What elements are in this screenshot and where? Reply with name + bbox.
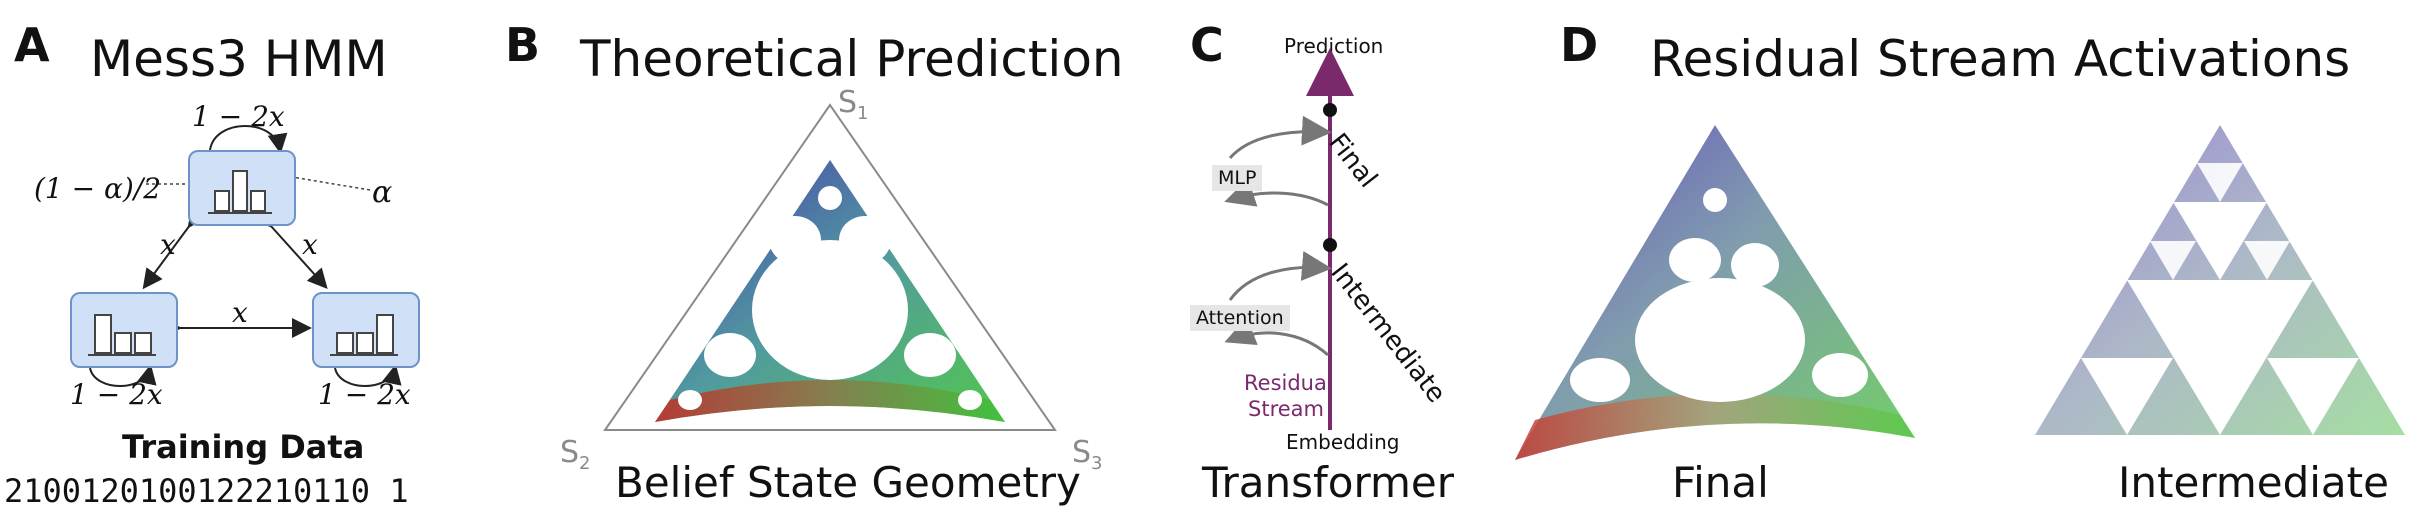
edge-right-label: x xyxy=(302,228,318,261)
top-self-loop xyxy=(209,125,288,154)
activation-hole xyxy=(1812,353,1868,397)
emit-label: (1 − α)/2 xyxy=(34,172,162,205)
mlp-out-arrow xyxy=(1228,115,1332,160)
emission-bar xyxy=(232,170,248,212)
left-self-loop xyxy=(89,364,157,387)
vertex-s3-label: S3 xyxy=(1072,435,1103,474)
final-node xyxy=(1323,103,1337,117)
fractal-hole xyxy=(839,216,891,264)
fractal-hole xyxy=(678,390,702,410)
panel-c-caption: Transformer xyxy=(1202,458,1455,507)
panel-b-caption: Belief State Geometry xyxy=(615,458,1081,507)
edge-top-left xyxy=(142,206,208,290)
activations-intermediate xyxy=(2035,125,2405,435)
right-self-loop-label: 1 − 2x xyxy=(318,378,411,411)
intermediate-node xyxy=(1323,238,1337,252)
fractal-hole xyxy=(958,390,982,410)
emission-bar xyxy=(114,332,132,354)
state-box-top xyxy=(188,150,296,226)
emission-bar xyxy=(214,190,230,212)
attention-in-arrow xyxy=(1224,317,1329,357)
fractal-hole xyxy=(704,333,756,377)
edge-bottom-label: x xyxy=(232,296,248,329)
attention-out-arrow xyxy=(1228,251,1332,301)
state-box-right xyxy=(312,292,420,368)
emission-bar xyxy=(134,332,152,354)
bar-baseline xyxy=(88,354,156,356)
sierpinski-hole xyxy=(2173,202,2267,280)
activation-hole xyxy=(1570,358,1630,402)
left-self-loop-label: 1 − 2x xyxy=(70,378,163,411)
sierpinski-hole xyxy=(2267,358,2359,435)
vertex-s2-label: S2 xyxy=(560,435,591,474)
panel-d-title: Residual Stream Activations xyxy=(1650,30,2351,88)
fractal-hole xyxy=(818,186,842,210)
belief-simplex xyxy=(603,103,1057,431)
alpha-label: α xyxy=(372,175,393,210)
sierpinski-hole xyxy=(2081,358,2173,435)
fractal-region-lower xyxy=(655,380,1005,422)
attention-box: Attention xyxy=(1190,305,1290,331)
activation-cloud-lower xyxy=(1515,393,1915,460)
panel-c-label: C xyxy=(1190,18,1224,72)
mlp-in-arrow xyxy=(1224,178,1329,207)
residual-stream-diagram xyxy=(1224,48,1354,430)
top-self-loop-label: 1 − 2x xyxy=(192,100,285,133)
activation-hole xyxy=(1669,238,1721,282)
emission-bar xyxy=(356,332,374,354)
right-self-loop xyxy=(334,364,402,387)
residual-stream-label: Residual Stream xyxy=(1244,371,1333,421)
emission-bar xyxy=(376,314,394,354)
hmm-edges xyxy=(89,125,402,387)
edge-left-label: x xyxy=(160,228,176,261)
panel-a-label: A xyxy=(14,18,50,72)
edge-top-right xyxy=(251,206,328,289)
emission-bar xyxy=(94,314,112,354)
state-box-left xyxy=(70,292,178,368)
mlp-box: MLP xyxy=(1212,165,1263,191)
bar-baseline xyxy=(330,354,398,356)
activation-hole xyxy=(1703,188,1727,212)
panel-d-caption-final: Final xyxy=(1672,458,1769,507)
fractal-hole xyxy=(904,333,956,377)
training-data-title: Training Data xyxy=(122,428,365,466)
embedding-label: Embedding xyxy=(1286,430,1400,454)
fractal-hole xyxy=(752,240,908,380)
vertex-s1-label: S1 xyxy=(838,85,869,124)
panel-b-label: B xyxy=(505,18,541,72)
sierpinski-hole xyxy=(2244,241,2290,280)
activation-hole xyxy=(1731,243,1779,287)
activation-hole xyxy=(1635,278,1805,402)
emission-bar xyxy=(336,332,354,354)
emission-bar xyxy=(250,190,266,212)
fractal-hole xyxy=(769,216,821,264)
activations-final xyxy=(1515,125,1915,460)
panel-b-title: Theoretical Prediction xyxy=(580,30,1124,88)
sierpinski-hole xyxy=(2197,163,2243,202)
sierpinski-hole xyxy=(2127,280,2313,435)
panel-a-title: Mess3 HMM xyxy=(90,30,388,88)
alpha-pointer xyxy=(249,169,371,191)
panel-d-caption-intermediate: Intermediate xyxy=(2118,458,2389,507)
training-data-sequence: 2100120100122210110 1 xyxy=(4,472,409,510)
sierpinski-hole xyxy=(2150,241,2196,280)
simplex-outline xyxy=(603,103,1057,431)
panel-d-label: D xyxy=(1560,18,1599,72)
bar-baseline xyxy=(208,212,272,214)
